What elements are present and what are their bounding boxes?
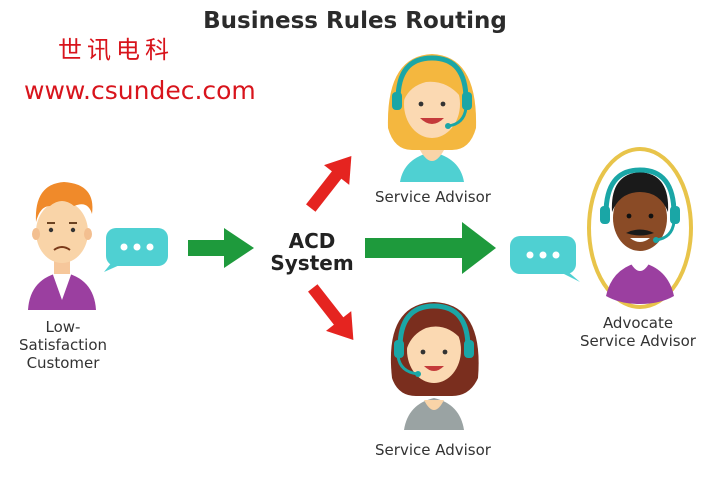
customer-avatar-icon <box>28 182 96 310</box>
watermark-brand: 世讯电科 <box>58 36 174 64</box>
headset-agent-icon <box>587 147 693 309</box>
watermark-url: www.csundec.com <box>24 76 256 105</box>
advocate-label: Advocate Service Advisor <box>580 314 696 350</box>
advisor-bottom-label: Service Advisor <box>375 441 491 459</box>
red-arrow-icon <box>308 284 354 340</box>
chat-bubble-icon <box>104 228 168 272</box>
acd-system-label: ACD System <box>270 229 354 275</box>
red-arrow-icon <box>306 156 352 212</box>
green-arrow-icon <box>188 228 254 268</box>
diagram-title: Business Rules Routing <box>203 8 507 34</box>
headset-agent-icon <box>387 54 477 182</box>
green-arrow-icon <box>365 222 496 274</box>
chat-bubble-icon <box>510 236 580 282</box>
customer-label: Low- Satisfaction Customer <box>18 318 108 372</box>
advisor-top-label: Service Advisor <box>375 188 491 206</box>
headset-agent-icon <box>390 302 479 430</box>
